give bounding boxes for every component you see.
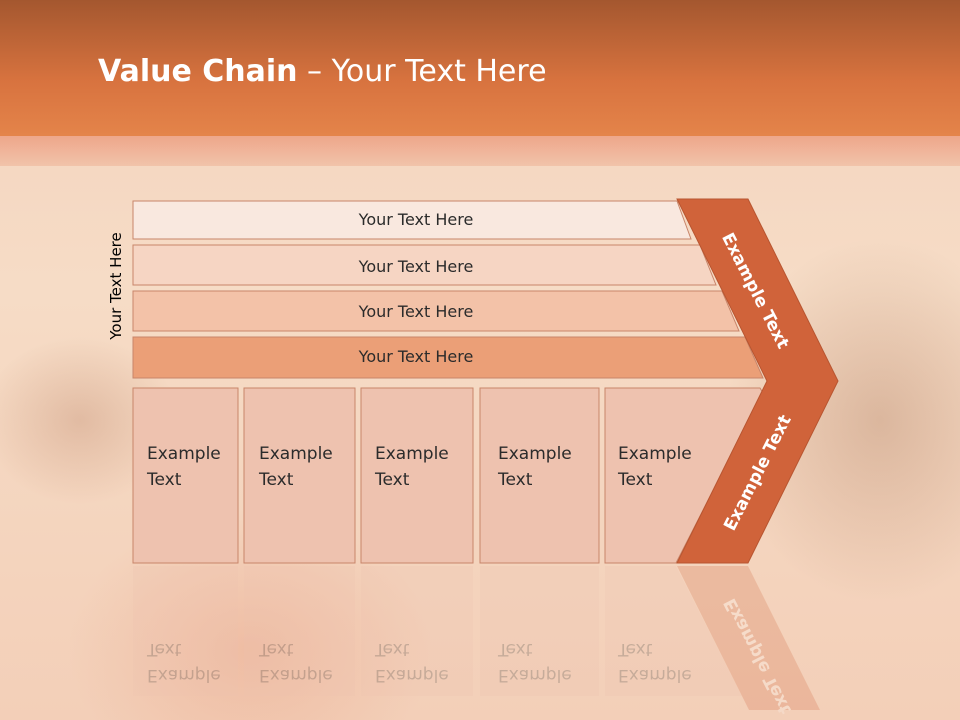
reflection-box-5-line2: Text: [617, 639, 653, 659]
reflection: Example Text Example Text Example Text E…: [133, 566, 820, 717]
row-label-4: Your Text Here: [358, 347, 474, 366]
title-band: [0, 136, 960, 166]
chevron-arrow: [676, 198, 839, 564]
row-band-4: [132, 336, 764, 379]
row-band-3: [132, 290, 740, 332]
reflection-box-1-line1: Example: [147, 665, 221, 685]
title-rest: – Your Text Here: [297, 54, 547, 89]
reflection-box-4: [480, 566, 599, 696]
row-label-1: Your Text Here: [358, 210, 474, 229]
reflection-box-2-line1: Example: [259, 665, 333, 685]
reflection-box-4-line2: Text: [497, 639, 533, 659]
reflection-box-4-line1: Example: [498, 665, 572, 685]
activity-box-4: [479, 387, 600, 564]
row-label-3: Your Text Here: [358, 302, 474, 321]
activity-box-2: [243, 387, 356, 564]
row-band-2: [132, 244, 717, 286]
activity-box-3-line1: Example: [375, 444, 449, 464]
activity-box-2-line1: Example: [259, 444, 333, 464]
row-band-1: [132, 200, 692, 240]
reflection-box-3-line2: Text: [374, 639, 410, 659]
activity-box-3: [360, 387, 474, 564]
reflection-box-5-line1: Example: [618, 665, 692, 685]
reflection-chevron: [677, 566, 820, 710]
activity-box-5-line1: Example: [618, 444, 692, 464]
reflection-box-5: [605, 566, 742, 696]
reflection-box-2-line2: Text: [258, 639, 294, 659]
activity-box-3-line2: Text: [374, 470, 410, 490]
activity-box-1: [132, 387, 239, 564]
activity-box-1-line2: Text: [146, 470, 182, 490]
activity-box-5-line2: Text: [617, 470, 653, 490]
reflection-box-2: [244, 566, 355, 696]
activity-box-4-line2: Text: [497, 470, 533, 490]
activity-box-1-line1: Example: [147, 444, 221, 464]
title-bold: Value Chain: [98, 54, 298, 89]
reflection-box-3: [361, 566, 473, 696]
reflection-box-3-line1: Example: [375, 665, 449, 685]
activity-box-4-line1: Example: [498, 444, 572, 464]
reflection-box-1: [133, 566, 238, 696]
slide-title: Value Chain – Your Text Here: [98, 54, 547, 89]
activity-box-2-line2: Text: [258, 470, 294, 490]
row-label-2: Your Text Here: [358, 257, 474, 276]
title-bar: [0, 0, 960, 136]
reflection-box-1-line2: Text: [146, 639, 182, 659]
